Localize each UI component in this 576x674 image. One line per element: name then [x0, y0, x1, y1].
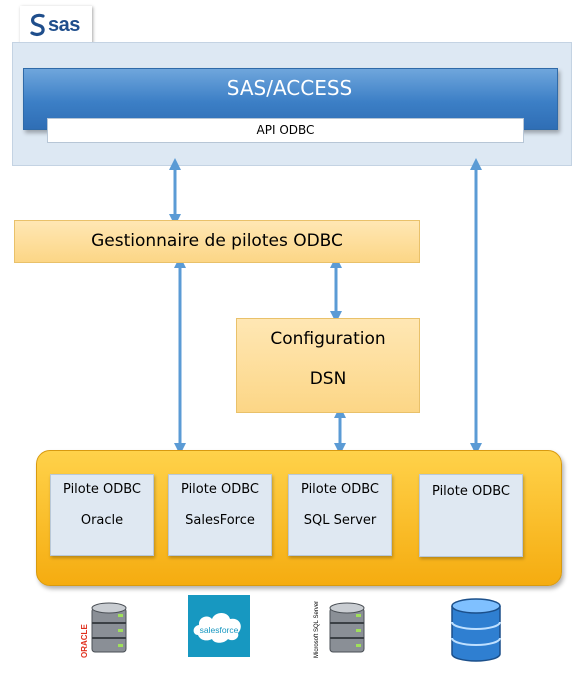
sas-access-title: SAS/ACCESS: [226, 76, 353, 100]
sql-server-logo: Microsoft SQL Server: [310, 600, 380, 662]
driver-name: SalesForce: [185, 513, 255, 528]
config-label: Configuration: [270, 329, 386, 349]
generic-database-icon: [451, 598, 501, 662]
driver-generic: Pilote ODBC: [419, 474, 523, 557]
salesforce-logo: salesforce: [188, 595, 250, 657]
driver-name: SQL Server: [303, 513, 377, 528]
sql-server-logo-text: Microsoft SQL Server: [314, 601, 320, 658]
api-odbc-box: API ODBC: [47, 118, 524, 143]
config-dsn-box: Configuration DSN: [236, 318, 420, 413]
driver-title: Pilote ODBC: [301, 482, 379, 497]
dsn-label: DSN: [309, 369, 347, 389]
generic-database-logo: [446, 596, 506, 664]
driver-salesforce: Pilote ODBC SalesForce: [168, 474, 272, 556]
sas-logo-text: sas: [48, 14, 80, 36]
sql-server-database-icon: Microsoft SQL Server: [314, 601, 365, 658]
salesforce-logo-icon: salesforce: [188, 595, 250, 657]
sas-swirl-icon: [30, 13, 45, 36]
oracle-database-icon: ORACLE: [80, 602, 127, 658]
driver-name: Oracle: [80, 513, 124, 528]
driver-title: Pilote ODBC: [432, 484, 510, 499]
salesforce-logo-text: salesforce: [200, 625, 239, 635]
driver-title: Pilote ODBC: [181, 482, 259, 497]
oracle-logo-text: ORACLE: [80, 624, 89, 658]
driver-title: Pilote ODBC: [63, 482, 141, 497]
driver-oracle: Pilote ODBC Oracle: [50, 474, 154, 556]
driver-sql-server: Pilote ODBC SQL Server: [288, 474, 392, 556]
oracle-logo: ORACLE: [78, 600, 134, 658]
driver-manager-box: Gestionnaire de pilotes ODBC: [14, 220, 420, 263]
